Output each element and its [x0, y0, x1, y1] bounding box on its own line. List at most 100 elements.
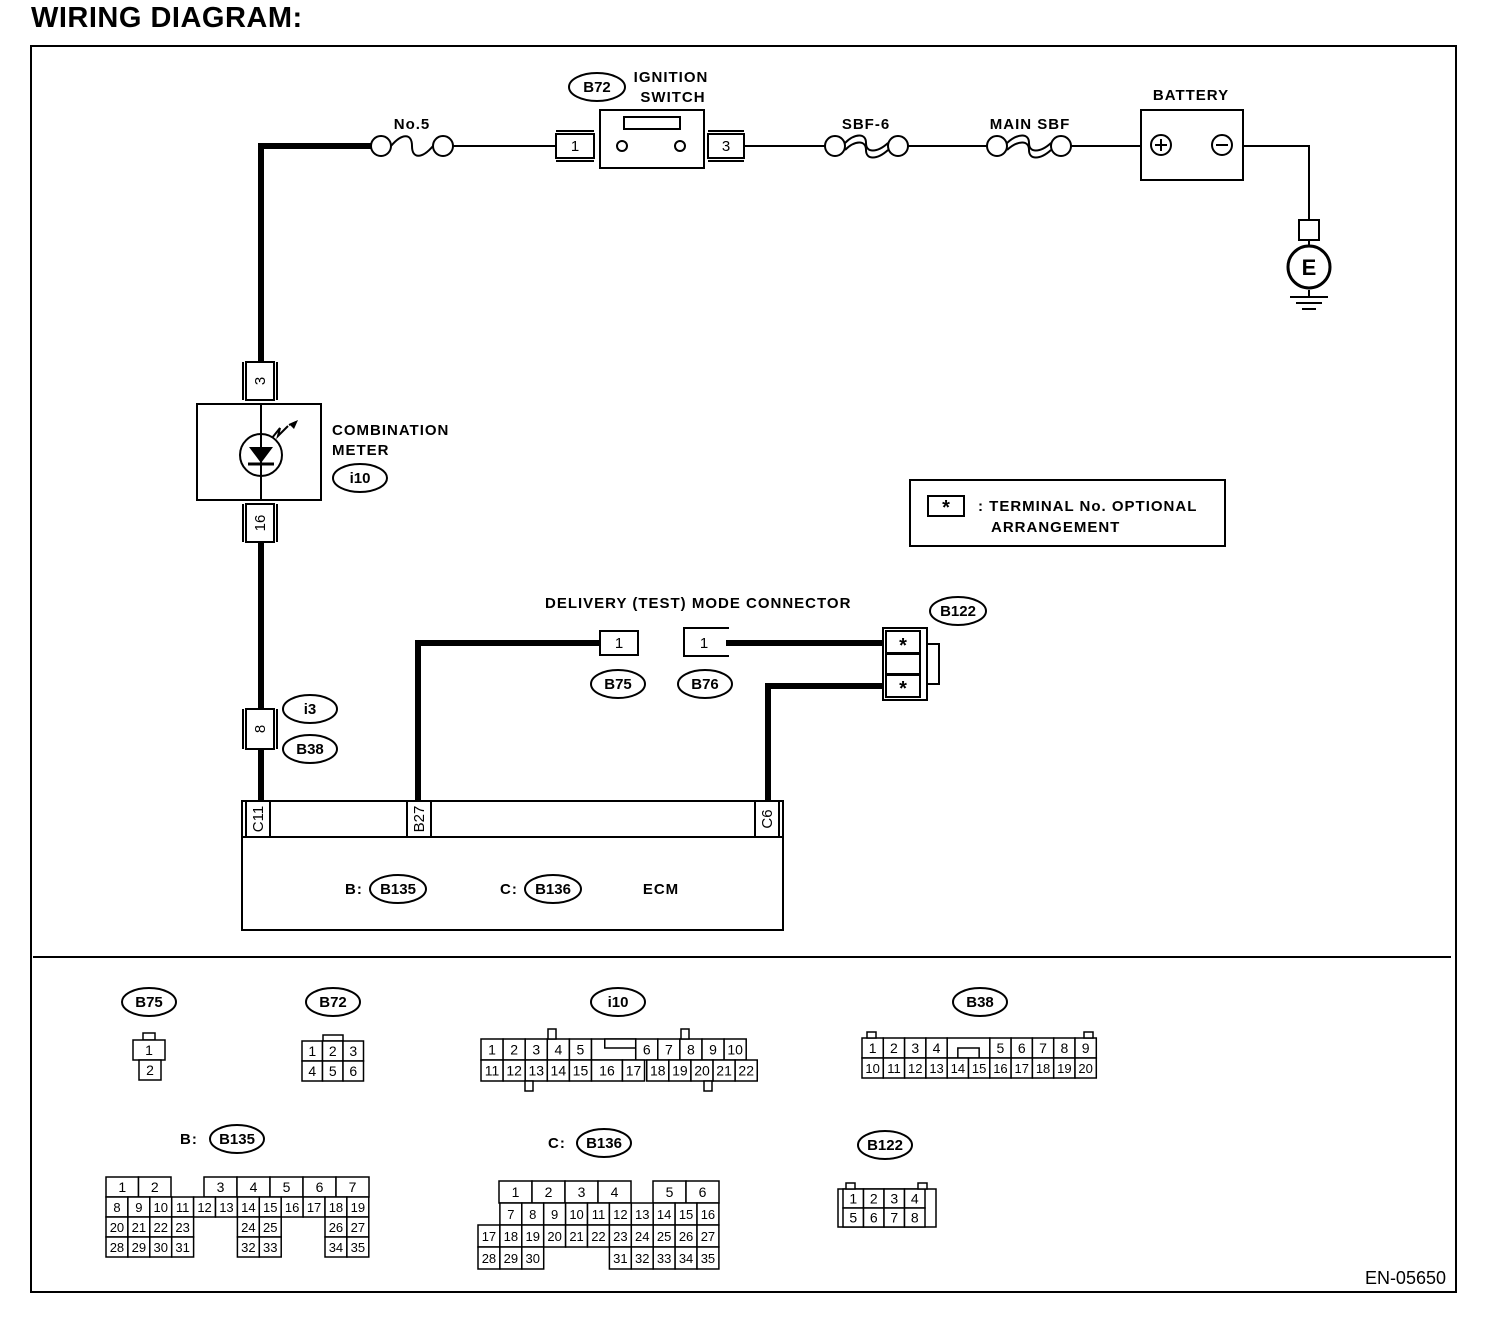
view-b135-pin-21: 21 — [132, 1220, 146, 1235]
view-b38-pin-6: 6 — [1018, 1040, 1026, 1056]
ground-label: E — [1302, 255, 1317, 280]
fuse-no5: No.5 — [370, 116, 454, 157]
view-b75-pin-2-cell — [138, 1059, 162, 1081]
view-b135-pin-29: 29 — [132, 1240, 146, 1255]
main-sbf-label: MAIN SBF — [990, 116, 1071, 133]
view-i10-pin-21: 21 — [716, 1063, 732, 1079]
ecm-pin-c11: C11 — [250, 806, 267, 832]
ignition-pin-1: 1 — [571, 138, 579, 155]
view-b122-pin-8-cell — [903, 1207, 926, 1228]
view-i10-pin-1: 1 — [488, 1042, 496, 1058]
view-i10-pin-22-cell — [734, 1059, 759, 1082]
view-b136-pin-3: 3 — [578, 1184, 586, 1200]
view-b135-pin-16: 16 — [285, 1200, 299, 1215]
view-b38-pin-2: 2 — [890, 1040, 898, 1056]
view-b38-pin-10: 10 — [865, 1061, 879, 1076]
view-b135-pin-35: 35 — [351, 1240, 365, 1255]
view-i10-pin-14: 14 — [551, 1063, 567, 1079]
view-b136-label: B136 — [586, 1135, 622, 1152]
view-b135-pin-31-cell — [170, 1236, 195, 1258]
view-b136-pin-15: 15 — [679, 1207, 693, 1222]
view-i10-pin-10: 10 — [727, 1042, 743, 1058]
b75-label: B75 — [604, 676, 632, 693]
view-b38-pin-7: 7 — [1039, 1040, 1047, 1056]
view-b135-pin-7: 7 — [349, 1179, 357, 1195]
view-i10-pin-6: 6 — [643, 1042, 651, 1058]
view-b135-pin-6: 6 — [316, 1179, 324, 1195]
view-b72-pin-6: 6 — [349, 1063, 357, 1079]
view-b135-pin-28: 28 — [110, 1240, 124, 1255]
view-b136-pin-9: 9 — [551, 1207, 558, 1222]
view-b135-pin-27: 27 — [351, 1220, 365, 1235]
view-b135-pin-25: 25 — [263, 1220, 277, 1235]
view-b135-pin-33: 33 — [263, 1240, 277, 1255]
view-i10-pin-4: 4 — [554, 1042, 562, 1058]
view-b135-pin-26: 26 — [329, 1220, 343, 1235]
b122-label: B122 — [940, 603, 976, 620]
page-title: WIRING DIAGRAM: — [31, 2, 303, 34]
view-b136-pin-24: 24 — [635, 1229, 649, 1244]
view-b38-pin-8: 8 — [1060, 1040, 1068, 1056]
view-b38-latch-1 — [866, 1031, 877, 1039]
view-i10-pin-19: 19 — [672, 1063, 688, 1079]
wire-b75-to-ecm — [415, 640, 603, 803]
view-i10-pin-22: 22 — [738, 1063, 754, 1079]
view-b135-pin-2: 2 — [151, 1179, 159, 1195]
view-b136-pin-7: 7 — [507, 1207, 514, 1222]
view-b38-pin-14: 14 — [951, 1061, 965, 1076]
view-b135-prefix: B: — [180, 1131, 198, 1148]
view-b135-pin-5: 5 — [283, 1179, 291, 1195]
i3-pin-8: 8 — [252, 725, 269, 733]
view-b136-pin-6: 6 — [699, 1184, 707, 1200]
wire-meter-feed — [258, 143, 374, 365]
delivery-connector-label: DELIVERY (TEST) MODE CONNECTOR — [545, 595, 851, 612]
view-b122-pin-2: 2 — [870, 1191, 878, 1207]
view-b135-pin-35-cell — [346, 1236, 370, 1258]
legend-text-2: ARRANGEMENT — [991, 519, 1120, 536]
view-i10-pin-2: 2 — [510, 1042, 518, 1058]
ecm-c-prefix: C: — [500, 881, 518, 898]
view-b136-pin-19: 19 — [526, 1229, 540, 1244]
view-b38-pin-17: 17 — [1015, 1061, 1029, 1076]
view-b75-label: B75 — [135, 994, 163, 1011]
view-b135-pin-1: 1 — [118, 1179, 126, 1195]
battery-label: BATTERY — [1153, 87, 1229, 104]
view-b136-pin-14: 14 — [657, 1207, 671, 1222]
ecm-b-connector: B135 — [380, 881, 416, 898]
view-b135-pin-8: 8 — [113, 1200, 120, 1215]
view-b75-pin-2: 2 — [146, 1062, 154, 1078]
view-b75-key — [142, 1032, 156, 1041]
view-b135-pin-23: 23 — [175, 1220, 189, 1235]
view-b38-pin-19: 19 — [1057, 1061, 1071, 1076]
view-i10-latch-1 — [547, 1028, 557, 1040]
legend-text-1: : TERMINAL No. OPTIONAL — [978, 498, 1197, 515]
view-b135-pin-20: 20 — [110, 1220, 124, 1235]
view-b135-pin-34: 34 — [329, 1240, 343, 1255]
view-b38-pin-1: 1 — [869, 1040, 877, 1056]
combination-meter-connector: i10 — [350, 470, 371, 487]
view-b38-label-oval — [952, 987, 1008, 1017]
view-i10-pin-9: 9 — [709, 1042, 717, 1058]
legend-symbol: * — [942, 497, 950, 519]
view-b135-pin-10: 10 — [154, 1200, 168, 1215]
view-i10-latch-2 — [680, 1028, 690, 1040]
view-b135-pin-22: 22 — [154, 1220, 168, 1235]
view-b122-label-oval — [857, 1130, 913, 1160]
view-b72-label: B72 — [319, 994, 347, 1011]
ground-symbol: E — [1286, 219, 1332, 290]
view-b136-prefix: C: — [548, 1135, 566, 1152]
ignition-switch: B72 IGNITION SWITCH 1 3 — [555, 69, 745, 169]
view-b75-label-oval — [121, 987, 177, 1017]
view-b135-pin-32: 32 — [241, 1240, 255, 1255]
ignition-connector-label: B72 — [583, 79, 611, 96]
view-b38-pin-16: 16 — [993, 1061, 1007, 1076]
view-b38-pin-4: 4 — [933, 1040, 941, 1056]
meter-pin-16: 16 — [252, 515, 269, 532]
view-b38-latch-2 — [1083, 1031, 1094, 1039]
view-b136-pin-27: 27 — [701, 1229, 715, 1244]
view-b135-pin-3: 3 — [217, 1179, 225, 1195]
view-b122-pin-6: 6 — [870, 1210, 878, 1226]
view-b136-pin-29: 29 — [504, 1251, 518, 1266]
view-b136-pin-25: 25 — [657, 1229, 671, 1244]
view-b136-pin-32: 32 — [635, 1251, 649, 1266]
